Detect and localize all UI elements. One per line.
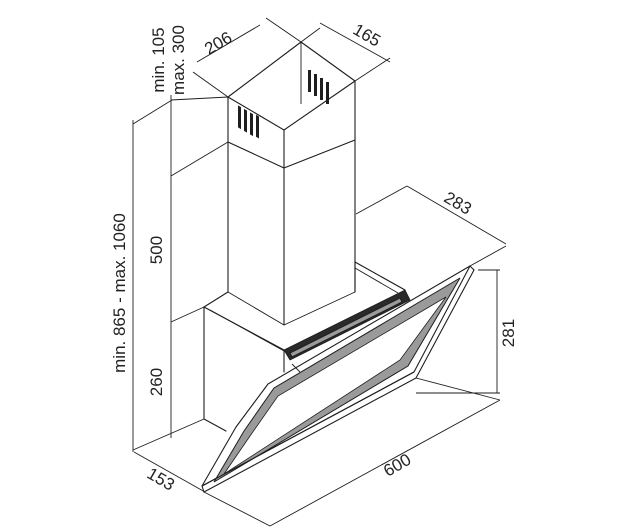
dim-total-height: min. 865 - max. 1060 — [110, 213, 129, 373]
chimney-lower-section — [227, 139, 356, 326]
chimney-upper-section — [227, 41, 356, 169]
glass-panel — [201, 265, 475, 493]
dim-chimney-extension-max: max. 300 — [169, 25, 188, 95]
dim-hood-width: 600 — [380, 450, 414, 481]
dim-glass-depth: 283 — [441, 188, 475, 219]
hood-body — [203, 261, 411, 432]
vent-slots-right — [308, 70, 329, 104]
dimension-lines — [132, 17, 507, 527]
dim-hood-body-height: 260 — [147, 368, 166, 396]
dim-chimney-height: 500 — [147, 236, 166, 264]
dim-hood-depth: 153 — [144, 464, 178, 495]
vent-slots-left — [238, 105, 259, 139]
dim-glass-height: 281 — [499, 319, 518, 347]
dim-chimney-depth: 206 — [201, 28, 235, 59]
dim-chimney-extension-min: min. 105 — [149, 27, 168, 92]
dim-chimney-width: 165 — [350, 20, 384, 51]
